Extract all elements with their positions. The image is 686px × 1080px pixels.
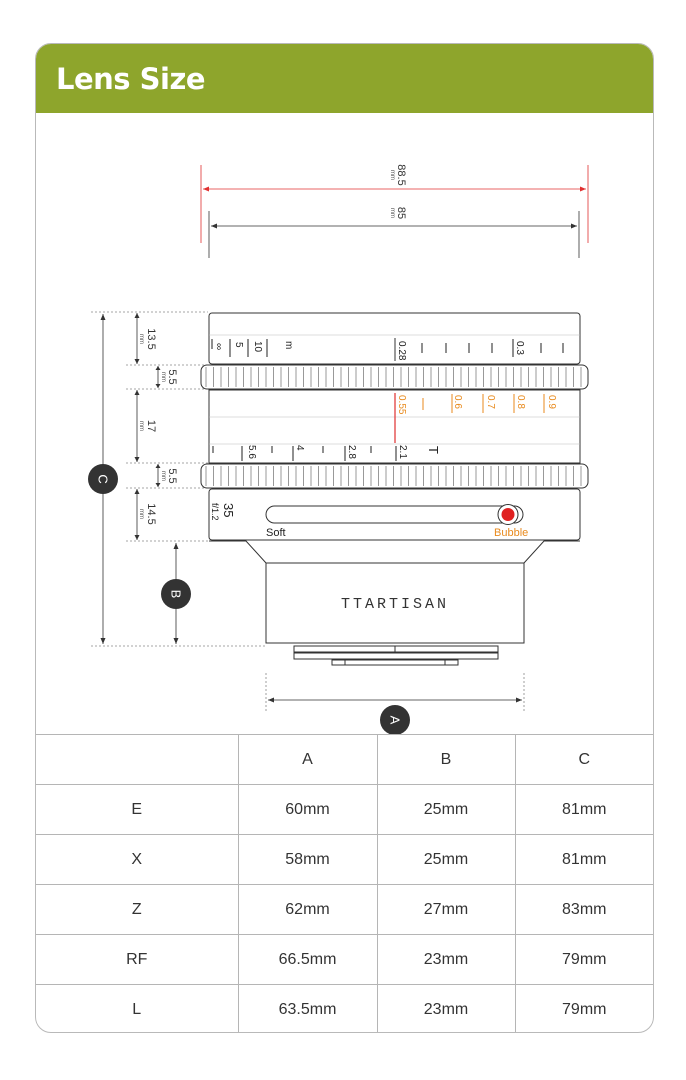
distance-scale: ∞ 5 10 m 0.28 0.3 [211, 339, 564, 361]
svg-text:0.3: 0.3 [514, 341, 525, 355]
badge-a: A [380, 705, 410, 734]
svg-text:0.55: 0.55 [396, 395, 407, 415]
table-row: E 60mm 25mm 81mm [36, 784, 653, 835]
svg-text:∞: ∞ [213, 343, 224, 350]
table-row: L 63.5mm 23mm 79mm [36, 984, 653, 1032]
mount-dimensions-table: A B C E 60mm 25mm 81mm X 58mm 25mm 81mm … [36, 734, 653, 1032]
svg-text:10: 10 [252, 341, 263, 353]
table-header-cell: B [376, 734, 516, 785]
dim-88-5-unit: mm [389, 170, 395, 180]
dim-13-5-label: 13.5 [145, 328, 157, 349]
width-dim-88-5: 88.5 mm [200, 164, 589, 243]
value-b-cell: 23mm [376, 934, 516, 985]
table-row: Z 62mm 27mm 83mm [36, 884, 653, 935]
svg-text:A: A [388, 716, 403, 725]
dim-13-5-unit: mm [138, 334, 144, 344]
svg-text:2.1: 2.1 [397, 445, 408, 459]
lens-label-area: 35 f/1.2 Soft Bubble TTARTISAN [210, 503, 528, 613]
brand-name: TTARTISAN [341, 596, 449, 613]
bubble-label: Bubble [494, 527, 528, 539]
dim-85-unit: mm [389, 208, 395, 218]
width-dim-a [265, 673, 525, 711]
soft-bubble-slider-track [265, 505, 524, 524]
dim-14-5-unit: mm [138, 509, 144, 519]
dim-14-5-label: 14.5 [145, 503, 157, 524]
svg-text:0.8: 0.8 [515, 395, 526, 409]
card-header: Lens Size [36, 44, 653, 113]
value-c-cell: 81mm [514, 834, 653, 885]
value-b-cell: 25mm [376, 834, 516, 885]
value-a-cell: 60mm [237, 784, 378, 835]
mount-cell: X [36, 834, 239, 885]
dim-5-5b-label: 5.5 [166, 468, 178, 483]
table-row: RF 66.5mm 23mm 79mm [36, 934, 653, 985]
mount-cell: E [36, 784, 239, 835]
table-header-cell [36, 734, 239, 785]
value-c-cell: 81mm [514, 784, 653, 835]
svg-text:0.28: 0.28 [396, 341, 407, 361]
value-b-cell: 27mm [376, 884, 516, 935]
badge-c: C [88, 464, 118, 494]
table-header-row: A B C [36, 734, 653, 785]
lens-diagram-svg: 88.5 mm 85 mm [88, 164, 589, 734]
svg-text:T: T [426, 446, 441, 454]
mount-cell: RF [36, 934, 239, 985]
value-a-cell: 63.5mm [237, 984, 378, 1032]
badge-b: B [161, 579, 191, 609]
mount-cell: Z [36, 884, 239, 935]
width-dim-85: 85 mm [208, 207, 580, 258]
max-aperture: f/1.2 [210, 503, 220, 521]
value-a-cell: 62mm [237, 884, 378, 935]
value-b-cell: 23mm [376, 984, 516, 1032]
svg-text:4: 4 [294, 445, 305, 451]
value-a-cell: 66.5mm [237, 934, 378, 985]
svg-text:0.7: 0.7 [485, 395, 496, 409]
svg-text:m: m [283, 341, 294, 349]
svg-text:5: 5 [233, 342, 244, 348]
svg-text:5.6: 5.6 [246, 445, 257, 459]
svg-text:2.8: 2.8 [346, 445, 357, 459]
dim-5-5a-unit: mm [160, 372, 166, 382]
dim-88-5-label: 88.5 [395, 164, 407, 185]
value-c-cell: 83mm [514, 884, 653, 935]
focal-length: 35 [221, 503, 236, 517]
dim-5-5a-label: 5.5 [166, 369, 178, 384]
value-b-cell: 25mm [376, 784, 516, 835]
value-a-cell: 58mm [237, 834, 378, 885]
mount-cell: L [36, 984, 239, 1032]
svg-text:0.6: 0.6 [452, 395, 463, 409]
svg-text:0.9: 0.9 [546, 395, 557, 409]
depth-scale-orange: 0.55 0.6 0.7 0.8 0.9 [396, 394, 557, 415]
dim-5-5b-unit: mm [160, 471, 166, 481]
table-row: X 58mm 25mm 81mm [36, 834, 653, 885]
bubble-knob-dot [501, 508, 515, 521]
ring-knurling [205, 367, 582, 486]
soft-label: Soft [266, 527, 286, 539]
table-header-cell: A [237, 734, 378, 785]
aperture-scale: 5.6 4 2.8 2.1 T [212, 445, 441, 461]
value-c-cell: 79mm [514, 984, 653, 1032]
value-c-cell: 79mm [514, 934, 653, 985]
table-header-cell: C [514, 734, 653, 785]
dim-85-label: 85 [395, 207, 407, 219]
lens-size-card: Lens Size 88.5 mm 85 mm [35, 43, 654, 1033]
svg-text:C: C [96, 474, 111, 483]
svg-text:B: B [169, 590, 184, 599]
card-title: Lens Size [56, 61, 206, 96]
lens-diagram: 88.5 mm 85 mm [36, 113, 653, 734]
dim-17-label: 17 [145, 420, 157, 432]
dim-17-unit: mm [138, 421, 144, 431]
